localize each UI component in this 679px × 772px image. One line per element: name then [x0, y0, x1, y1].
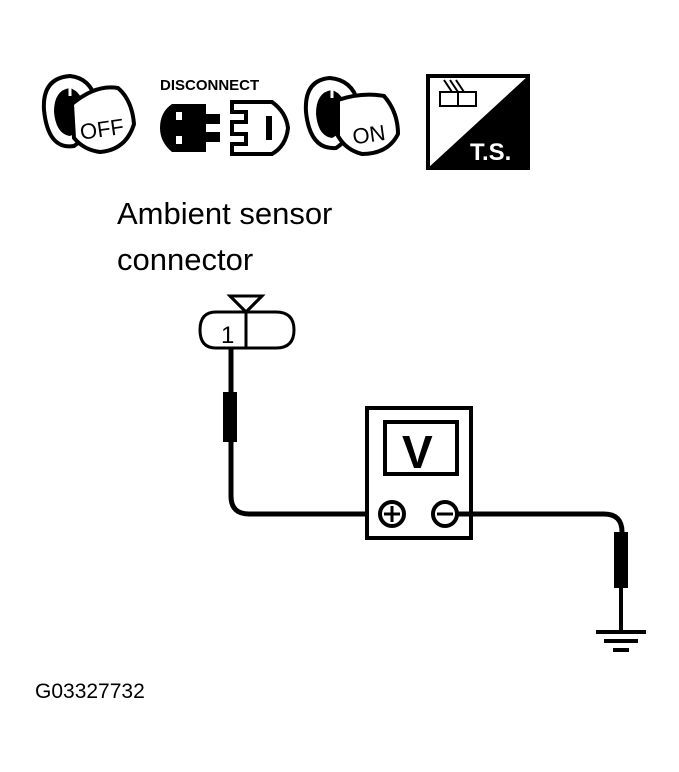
connector-title-line2: connector	[117, 242, 253, 277]
voltmeter: V	[365, 406, 473, 540]
connector-title-line1: Ambient sensor	[117, 196, 332, 231]
key-off-label: OFF	[78, 114, 125, 145]
disconnect-label: DISCONNECT	[160, 77, 259, 94]
ground-symbol	[596, 630, 646, 652]
key-on-label: ON	[351, 120, 387, 149]
voltmeter-display-label: V	[402, 426, 433, 478]
disconnect-icon: DISCONNECT	[160, 77, 291, 156]
troubleshooting-icon: T.S.	[426, 74, 530, 170]
ts-label: T.S.	[470, 139, 511, 166]
terminal-1-label: 1	[221, 322, 234, 349]
ignition-off-icon: OFF	[41, 73, 137, 155]
figure-id: G03327732	[35, 680, 145, 703]
connector-icon	[439, 79, 477, 107]
harness-connector: 1	[198, 294, 296, 350]
negative-lead	[457, 511, 628, 630]
ignition-on-icon: ON	[303, 75, 401, 157]
positive-lead	[223, 348, 374, 517]
